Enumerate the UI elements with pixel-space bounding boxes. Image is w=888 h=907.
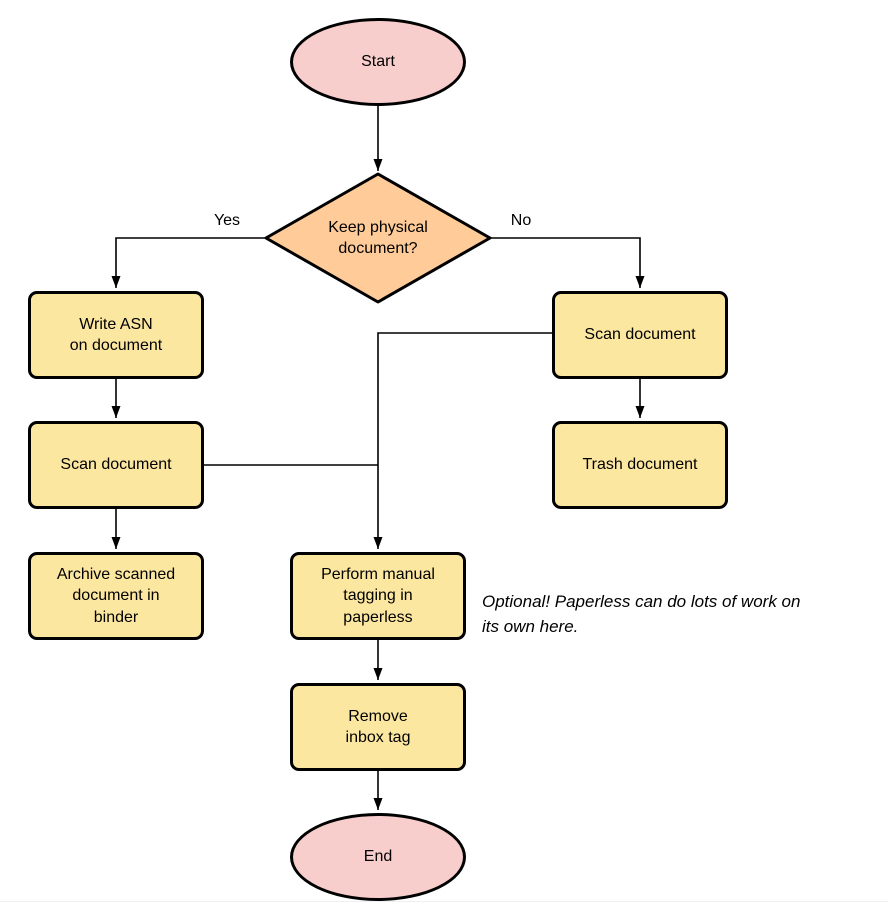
edge-label-yes: Yes xyxy=(211,212,243,230)
node-remove-inbox-tag: Remove inbox tag xyxy=(290,683,466,771)
node-decision: Keep physical document? xyxy=(278,196,478,280)
node-scan-document-right-label: Scan document xyxy=(584,326,696,344)
node-archive-label: Archive scanned document in binder xyxy=(56,566,176,626)
page-bottom-divider xyxy=(0,901,888,902)
node-end-label: End xyxy=(363,848,393,866)
edge-decision-yes xyxy=(111,237,266,288)
node-archive: Archive scanned document in binder xyxy=(28,552,204,640)
node-write-asn: Write ASN on document xyxy=(28,291,204,379)
node-trash-label: Trash document xyxy=(582,456,698,474)
annotation-note: Optional! Paperless can do lots of work … xyxy=(482,592,801,636)
node-scan-document-right: Scan document xyxy=(552,291,728,379)
edge-scan-right-tagging xyxy=(373,332,552,549)
decision-shape xyxy=(264,172,492,304)
node-start-label: Start xyxy=(361,53,395,71)
edge-decision-no xyxy=(490,237,645,288)
node-perform-tagging-label: Perform manual tagging in paperless xyxy=(321,566,435,626)
node-decision-label: Keep physical document? xyxy=(328,218,428,257)
node-scan-document-left-label: Scan document xyxy=(60,456,172,474)
node-start: Start xyxy=(290,18,466,106)
node-scan-document-left: Scan document xyxy=(28,421,204,509)
node-trash: Trash document xyxy=(552,421,728,509)
node-end: End xyxy=(290,813,466,901)
node-perform-tagging: Perform manual tagging in paperless xyxy=(290,552,466,640)
node-write-asn-label: Write ASN on document xyxy=(69,315,163,354)
edge-label-no: No xyxy=(508,212,534,230)
node-remove-inbox-tag-label: Remove inbox tag xyxy=(345,707,411,746)
